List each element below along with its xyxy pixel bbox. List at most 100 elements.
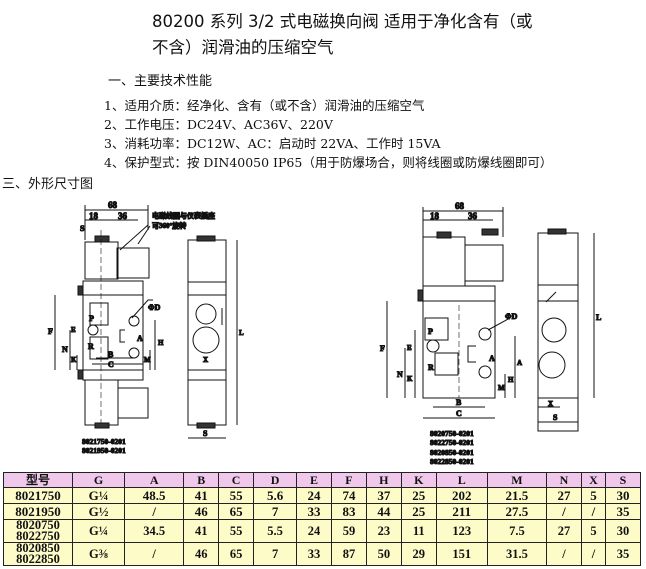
value-cell: G½ bbox=[71, 503, 126, 520]
title-line-2: 不含）润滑油的压缩空气 bbox=[152, 38, 334, 57]
column-header: N bbox=[546, 472, 582, 488]
label-p: P bbox=[89, 314, 94, 323]
value-cell: 35 bbox=[605, 542, 641, 566]
value-cell: 202 bbox=[435, 487, 488, 504]
model-number: 8020850 bbox=[16, 541, 60, 555]
top-connector bbox=[116, 247, 150, 279]
spec-item: 4、保护型式：按 DIN40050 IP65（用于防爆场合，则将线圈或防爆线圈即… bbox=[104, 155, 553, 170]
label-h: H bbox=[508, 376, 514, 384]
value-cell: 7 bbox=[253, 542, 298, 566]
value-cell: 44 bbox=[365, 503, 402, 520]
dim-18: 18 bbox=[430, 211, 440, 221]
column-header: G bbox=[71, 472, 126, 488]
spec-item: 3、消耗功率：DC12W、AC：启动时 22VA、工作时 15VA bbox=[104, 136, 441, 151]
value-cell: 5.6 bbox=[253, 487, 298, 504]
column-header: M bbox=[486, 472, 548, 488]
column-header: E bbox=[296, 472, 332, 488]
value-cell: 151 bbox=[435, 542, 488, 566]
value-cell: G¼ bbox=[71, 519, 126, 543]
value-cell: / bbox=[546, 542, 582, 566]
column-header: B bbox=[183, 472, 220, 488]
dim-68: 68 bbox=[455, 201, 465, 211]
value-cell: / bbox=[124, 503, 185, 520]
dim-s-top: S bbox=[80, 224, 85, 233]
model-code: 8021950-0201 bbox=[82, 446, 126, 455]
dim-36: 36 bbox=[468, 211, 478, 221]
label-a-dim: A bbox=[517, 359, 522, 367]
model-code: 8021750-0201 bbox=[82, 437, 126, 446]
label-phi-d: ΦD bbox=[505, 312, 518, 321]
label-m: M bbox=[498, 384, 505, 392]
label-s: S bbox=[203, 429, 208, 438]
value-cell: 29 bbox=[400, 542, 437, 566]
label-x: X bbox=[548, 400, 553, 408]
column-header: 型号 bbox=[3, 472, 73, 488]
column-header: L bbox=[435, 472, 488, 488]
value-cell: 65 bbox=[218, 503, 255, 520]
label-l: L bbox=[596, 313, 601, 322]
label-p: P bbox=[428, 327, 433, 336]
value-cell: / bbox=[580, 542, 607, 566]
value-cell: G⅜ bbox=[71, 542, 126, 566]
column-header: K bbox=[400, 472, 437, 488]
value-cell: 50 bbox=[365, 542, 402, 566]
label-k: K bbox=[407, 375, 413, 383]
top-coil bbox=[84, 241, 119, 280]
column-header: S bbox=[605, 472, 641, 488]
value-cell: 211 bbox=[435, 503, 488, 520]
value-cell: 33 bbox=[296, 503, 332, 520]
value-cell: 87 bbox=[330, 542, 367, 566]
label-r: R bbox=[88, 342, 94, 351]
value-cell: 5 bbox=[580, 487, 607, 504]
note-coil-socket: 电磁线圈与仪表插座 bbox=[152, 211, 215, 220]
label-l: L bbox=[239, 329, 244, 337]
label-h: H bbox=[158, 339, 164, 347]
value-cell: 41 bbox=[183, 519, 220, 543]
label-f: F bbox=[380, 344, 385, 353]
value-cell: 5 bbox=[580, 519, 607, 543]
label-f: F bbox=[48, 327, 53, 336]
column-header: D bbox=[253, 472, 298, 488]
value-cell: 27.5 bbox=[486, 503, 548, 520]
side-view-left bbox=[187, 239, 227, 426]
label-a: A bbox=[137, 334, 143, 343]
column-header: X bbox=[580, 472, 607, 488]
label-n: N bbox=[62, 345, 68, 354]
value-cell: 55 bbox=[218, 487, 255, 504]
model-number: 8021750 bbox=[15, 488, 61, 503]
side-view-right bbox=[537, 232, 579, 432]
value-cell: 33 bbox=[296, 542, 332, 566]
dim-68: 68 bbox=[108, 200, 118, 210]
label-e: E bbox=[407, 344, 412, 352]
value-cell: 23 bbox=[365, 519, 402, 543]
label-r: R bbox=[428, 363, 434, 372]
value-cell: 25 bbox=[400, 487, 437, 504]
value-cell: 7.5 bbox=[486, 519, 548, 543]
value-cell: 35 bbox=[605, 503, 641, 520]
value-cell: 83 bbox=[330, 503, 367, 520]
model-code: 8020750-0201 bbox=[430, 429, 474, 438]
value-cell: 30 bbox=[605, 519, 641, 543]
value-cell: 24 bbox=[296, 487, 332, 504]
value-cell: 25 bbox=[400, 503, 437, 520]
label-b: B bbox=[456, 398, 462, 407]
value-cell: 24 bbox=[296, 519, 332, 543]
dim-18: 18 bbox=[89, 211, 99, 221]
model-code: 8022750-0201 bbox=[430, 438, 474, 447]
value-cell: 21.5 bbox=[486, 487, 548, 504]
value-cell: 30 bbox=[605, 487, 641, 504]
value-cell: / bbox=[124, 542, 185, 566]
value-cell: 46 bbox=[183, 503, 220, 520]
value-cell: G¼ bbox=[71, 487, 126, 504]
value-cell: 74 bbox=[330, 487, 367, 504]
value-cell: 37 bbox=[365, 487, 402, 504]
label-phi-d: ΦD bbox=[148, 303, 161, 312]
drawing-left: 68 18 36 S 电磁线圈与仪表插座 可360°旋转 ΦD P R A B … bbox=[48, 200, 245, 456]
value-cell: 27 bbox=[546, 487, 582, 504]
top-nut bbox=[94, 235, 110, 243]
dim-36: 36 bbox=[118, 211, 128, 221]
